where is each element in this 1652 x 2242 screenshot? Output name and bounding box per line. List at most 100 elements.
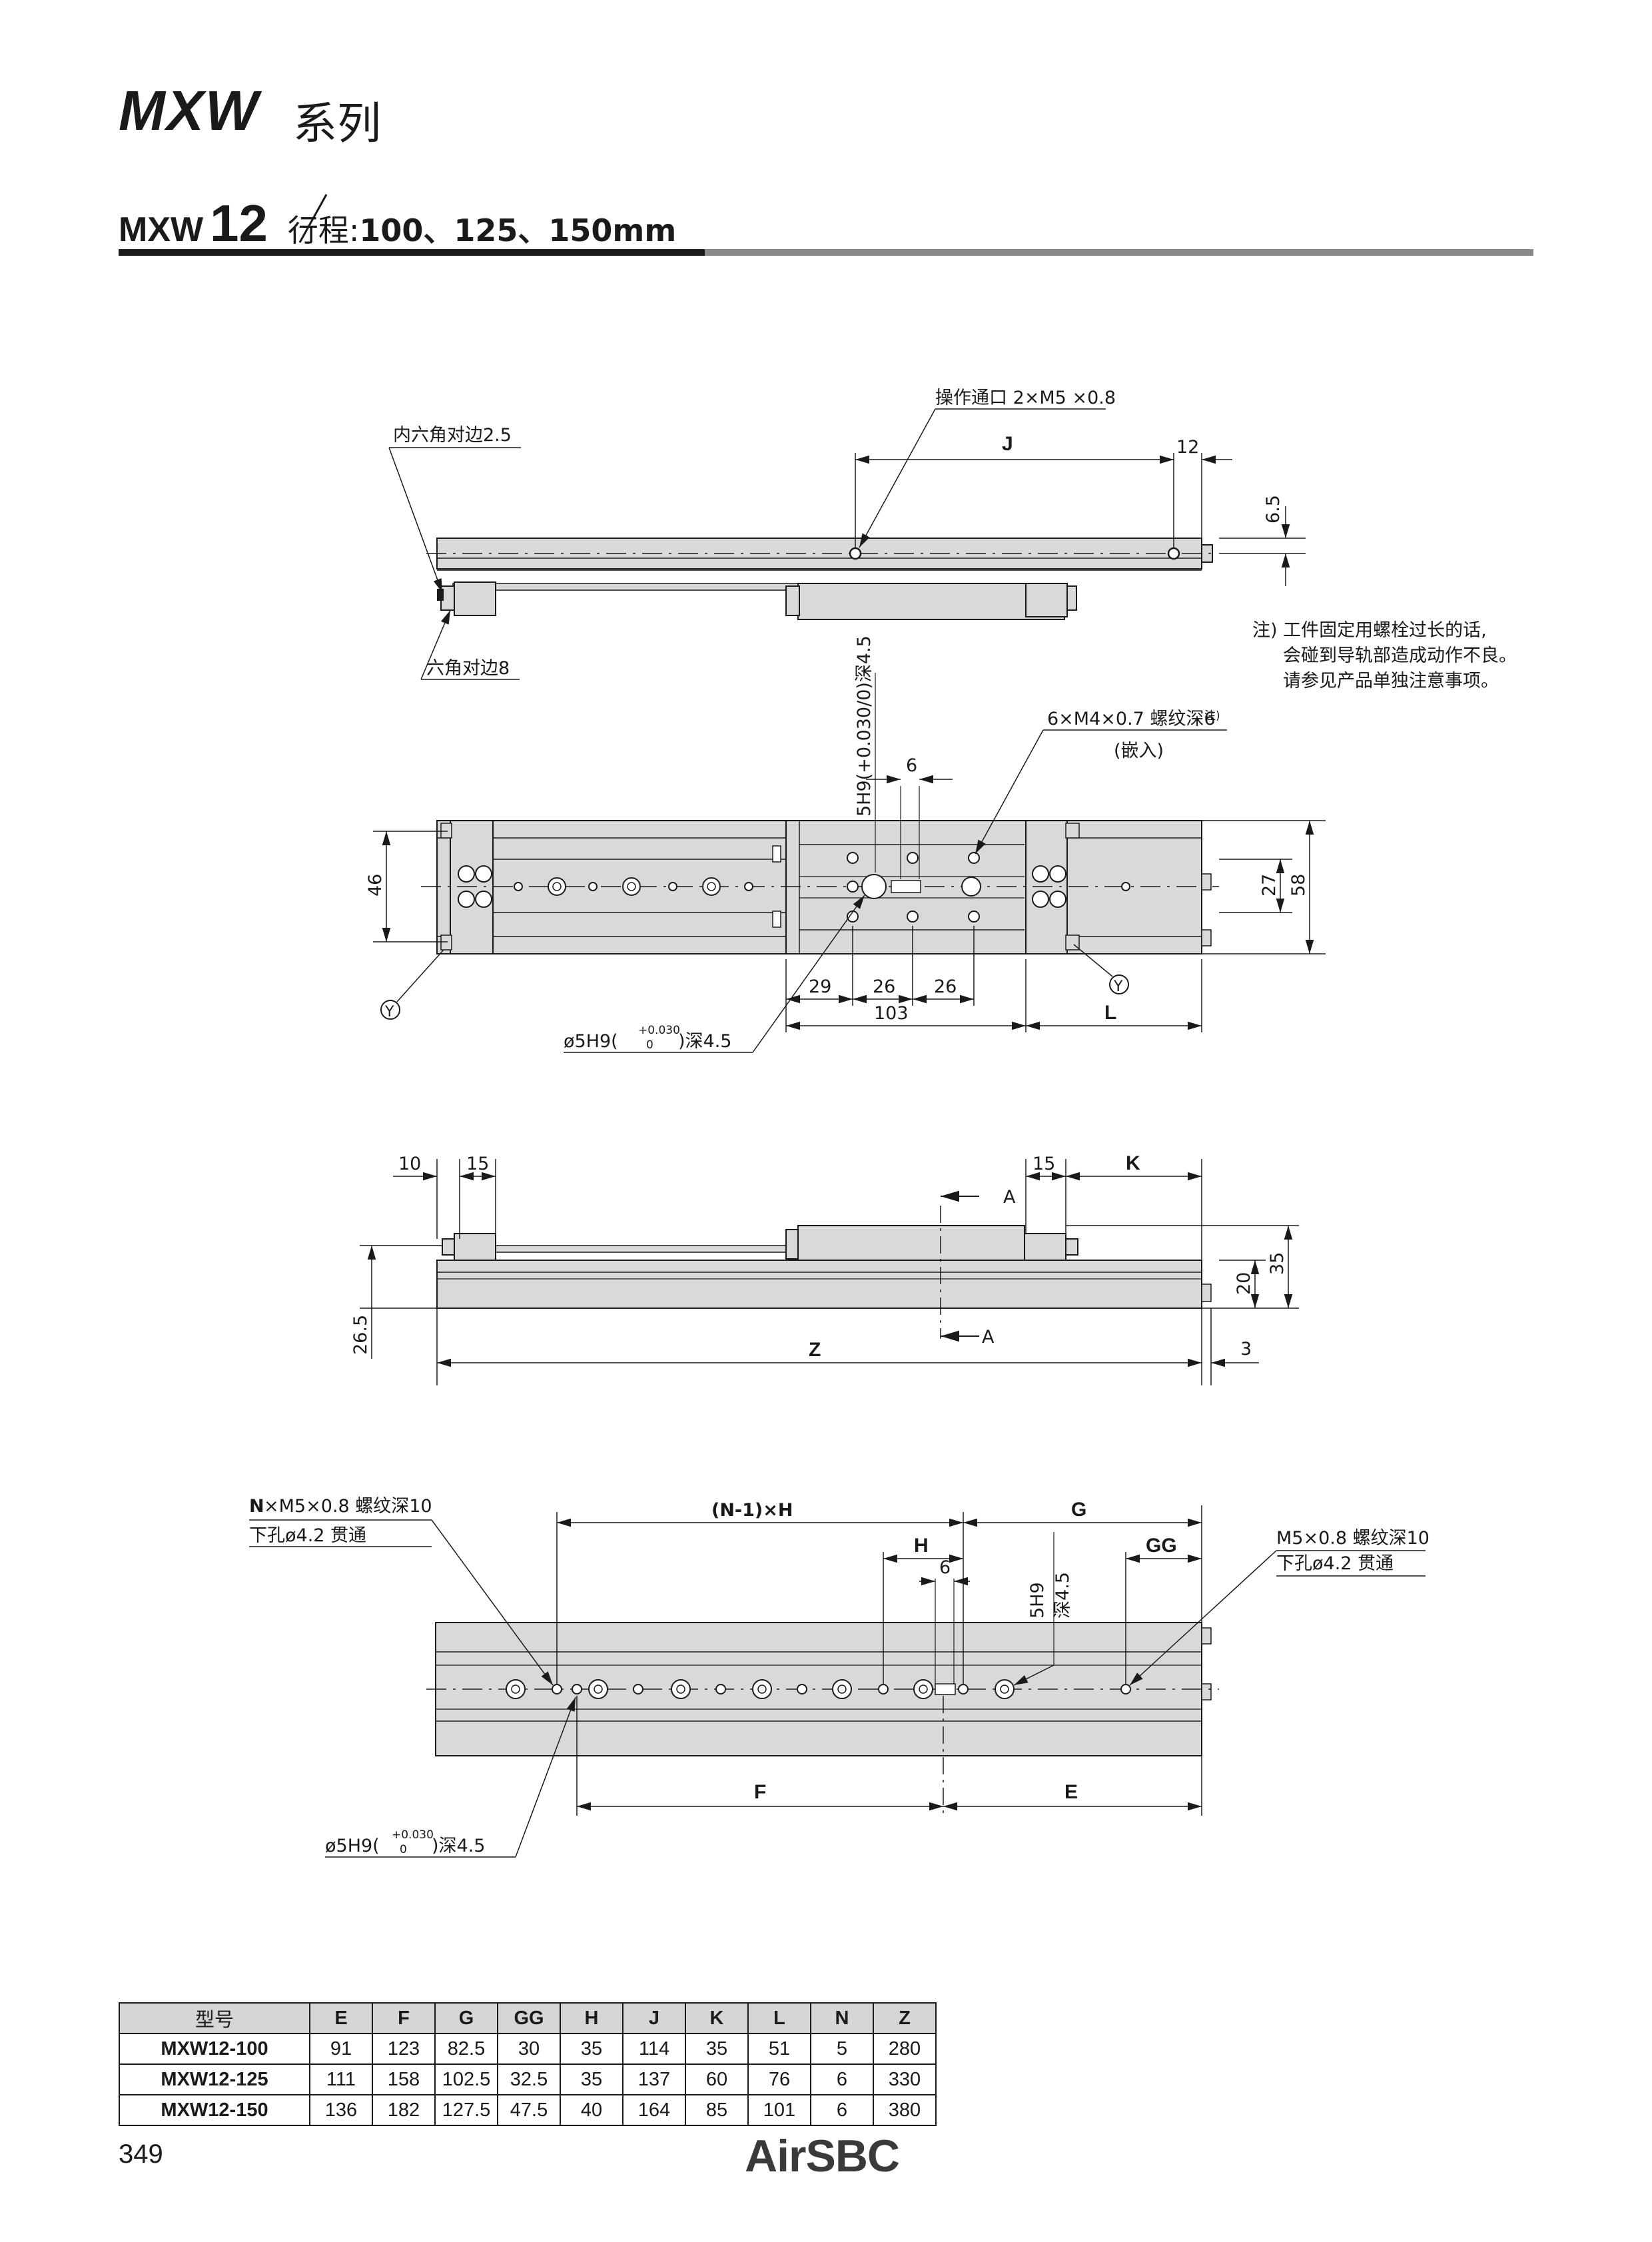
brand-logo: AirSBC [745,2131,900,2181]
table-row: MXW12-150 136 182 127.5 47.5 40 164 85 1… [119,2094,937,2126]
pin-tol-upper: +0.030 [638,1024,680,1037]
table-header: J [622,2002,686,2034]
dim-20: 20 [1234,1272,1254,1295]
table-cell: 35 [560,2033,623,2065]
table-row: MXW12-125 111 158 102.5 32.5 35 137 60 7… [119,2063,937,2095]
table-header: GG [497,2002,561,2034]
dim-46: 46 [365,874,386,897]
table-cell: 51 [747,2033,811,2065]
table-cell-model: MXW12-125 [119,2063,310,2095]
section-a-top: A [1003,1187,1016,1208]
table-cell: 137 [622,2063,686,2095]
note-line-2: 会碰到导轨部造成动作不良。 [1283,645,1517,666]
table-cell: 76 [747,2063,811,2095]
table-cell: 114 [622,2033,686,2065]
table-cell-model: MXW12-150 [119,2094,310,2126]
table-header: K [685,2002,749,2034]
pin-hole-prefix: ø5H9( [564,1031,618,1052]
stroke-label: 行程: [287,212,360,248]
table-cell: 158 [372,2063,436,2095]
table-cell: 82.5 [434,2033,498,2065]
bottom-pin-tol-upper: +0.030 [392,1828,434,1842]
n-thread-rest: ×M5×0.8 螺纹深10 [264,1496,432,1517]
dim-j: J [1002,433,1013,455]
table-cell: 123 [372,2033,436,2065]
port-hole-2 [1167,547,1180,560]
dim-z: Z [809,1339,821,1361]
series-suffix: 系列 [293,98,381,149]
dim-6-bottom: 6 [939,1557,951,1578]
table-cell: 85 [685,2094,749,2126]
dim-3: 3 [1240,1339,1252,1359]
table-header: Z [873,2002,937,2034]
pin-hole-suffix: )深4.5 [678,1031,731,1052]
thread-note-mark: 注) [1204,709,1220,723]
dim-6-plan: 6 [906,755,917,776]
hex-socket-label: 内六角对边2.5 [393,425,512,446]
bottom-pin-suffix: )深4.5 [432,1836,485,1856]
table-cell: 380 [873,2094,937,2126]
dim-h: H [914,1535,929,1557]
dim-35: 35 [1267,1252,1288,1275]
dim-15a: 15 [466,1154,489,1174]
table-cell: 5 [810,2033,874,2065]
dim-6-5: 6.5 [1263,495,1284,524]
table-cell: 164 [622,2094,686,2126]
table-cell: 91 [309,2033,373,2065]
hex-label: 六角对边8 [426,658,510,679]
side-view: A A 10 15 15 K 20 35 26.5 [350,1152,1299,1385]
m5-hole-label: 下孔ø4.2 贯通 [1276,1553,1394,1574]
table-cell: 280 [873,2033,937,2065]
dim-g: G [1071,1499,1086,1521]
dim-f: F [754,1781,766,1803]
dim-10: 10 [398,1154,421,1174]
pitch-label: (N-1)×H [711,1500,793,1521]
table-cell: 6 [810,2063,874,2095]
dim-26-5: 26.5 [350,1315,371,1355]
table-header: F [372,2002,436,2034]
dim-k: K [1126,1152,1140,1174]
m5-label: M5×0.8 螺纹深10 [1276,1528,1430,1549]
port-hole-1 [849,547,862,560]
table-header: E [309,2002,373,2034]
pin-hole-vertical: 5H9(+0.030/0)深4.5 [854,635,875,817]
table-cell: 182 [372,2094,436,2126]
dim-103: 103 [874,1003,909,1024]
mounting-note: 注) 工件固定用螺栓过长的话,会碰到导轨部造成动作不良。请参见产品单独注意事项。 [1252,618,1517,694]
dim-27: 27 [1259,874,1280,897]
pin-vertical-b: 深4.5 [1052,1572,1073,1619]
table-cell: 47.5 [497,2094,561,2126]
bottom-pin-tol-lower: 0 [400,1843,407,1856]
pin-tol-lower: 0 [646,1038,653,1052]
table-cell: 102.5 [434,2063,498,2095]
table-cell: 32.5 [497,2063,561,2095]
dim-gg: GG [1146,1535,1177,1557]
table-header-model: 型号 [119,2002,310,2034]
table-cell: 35 [560,2063,623,2095]
dimension-table: 型号 E F G GG H J K L N Z MXW12-100 91 123… [119,2002,937,2126]
table-header-row: 型号 E F G GG H J K L N Z [119,2002,937,2034]
dim-26b: 26 [934,976,957,997]
note-line-3: 请参见产品单独注意事项。 [1283,671,1499,691]
stroke-values: 100、125、150mm [359,212,677,248]
section-a-bottom: A [982,1327,995,1347]
table-cell: 127.5 [434,2094,498,2126]
series-title: MXW [119,79,260,142]
table-cell: 136 [309,2094,373,2126]
top-view: J 12 6.5 操作通口 2×M5 ×0.8 内六角对边2.5 六角对边8 [388,388,1306,680]
table-header: G [434,2002,498,2034]
dim-58: 58 [1288,874,1309,897]
table-cell: 6 [810,2094,874,2126]
table-cell: 40 [560,2094,623,2126]
bottom-pin-prefix: ø5H9( [325,1836,380,1856]
table-cell-model: MXW12-100 [119,2033,310,2065]
thread-label: 6×M4×0.7 螺纹深6 [1047,709,1216,729]
insert-label: (嵌入) [1114,741,1164,761]
heading-rule-dark [119,249,705,256]
dim-29: 29 [809,976,831,997]
pin-vertical-a: 5H9 [1027,1582,1048,1619]
table-cell: 30 [497,2033,561,2065]
dim-l: L [1104,1002,1116,1024]
dim-e: E [1064,1781,1078,1803]
